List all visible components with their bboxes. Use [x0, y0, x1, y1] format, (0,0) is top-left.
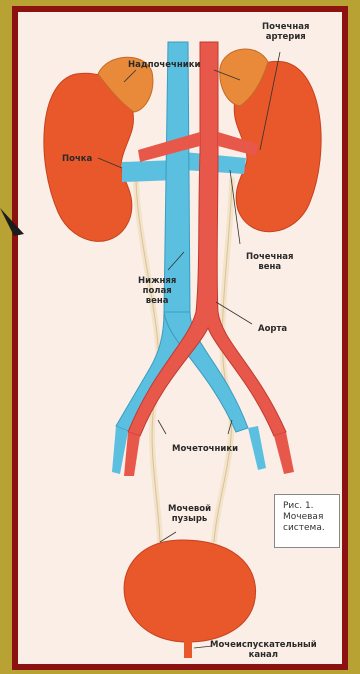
figure-caption: Рис. 1. Мочевая система. [274, 494, 340, 548]
label-kidney: Почка [62, 154, 92, 164]
right-iliac-vessels [248, 426, 266, 470]
label-aorta: Аорта [258, 324, 287, 334]
label-adrenal-glands: Надпочечники [128, 60, 200, 70]
urethra [184, 640, 192, 658]
image-frame: Надпочечники Почечная артерия Почка Поче… [12, 6, 348, 670]
urinary-bladder [124, 540, 256, 642]
label-bladder: Мочевой пузырь [168, 504, 211, 524]
label-inferior-vena-cava: Нижняя полая вена [138, 276, 176, 306]
urinary-system-diagram [18, 12, 342, 664]
diagram-panel: Надпочечники Почечная артерия Почка Поче… [18, 12, 342, 664]
label-renal-vein: Почечная вена [246, 252, 293, 272]
pointer-arrow-icon [0, 208, 30, 248]
label-ureters: Мочеточники [172, 444, 238, 454]
label-urethra: Мочеиспускательный канал [210, 640, 317, 660]
label-renal-artery: Почечная артерия [262, 22, 309, 42]
